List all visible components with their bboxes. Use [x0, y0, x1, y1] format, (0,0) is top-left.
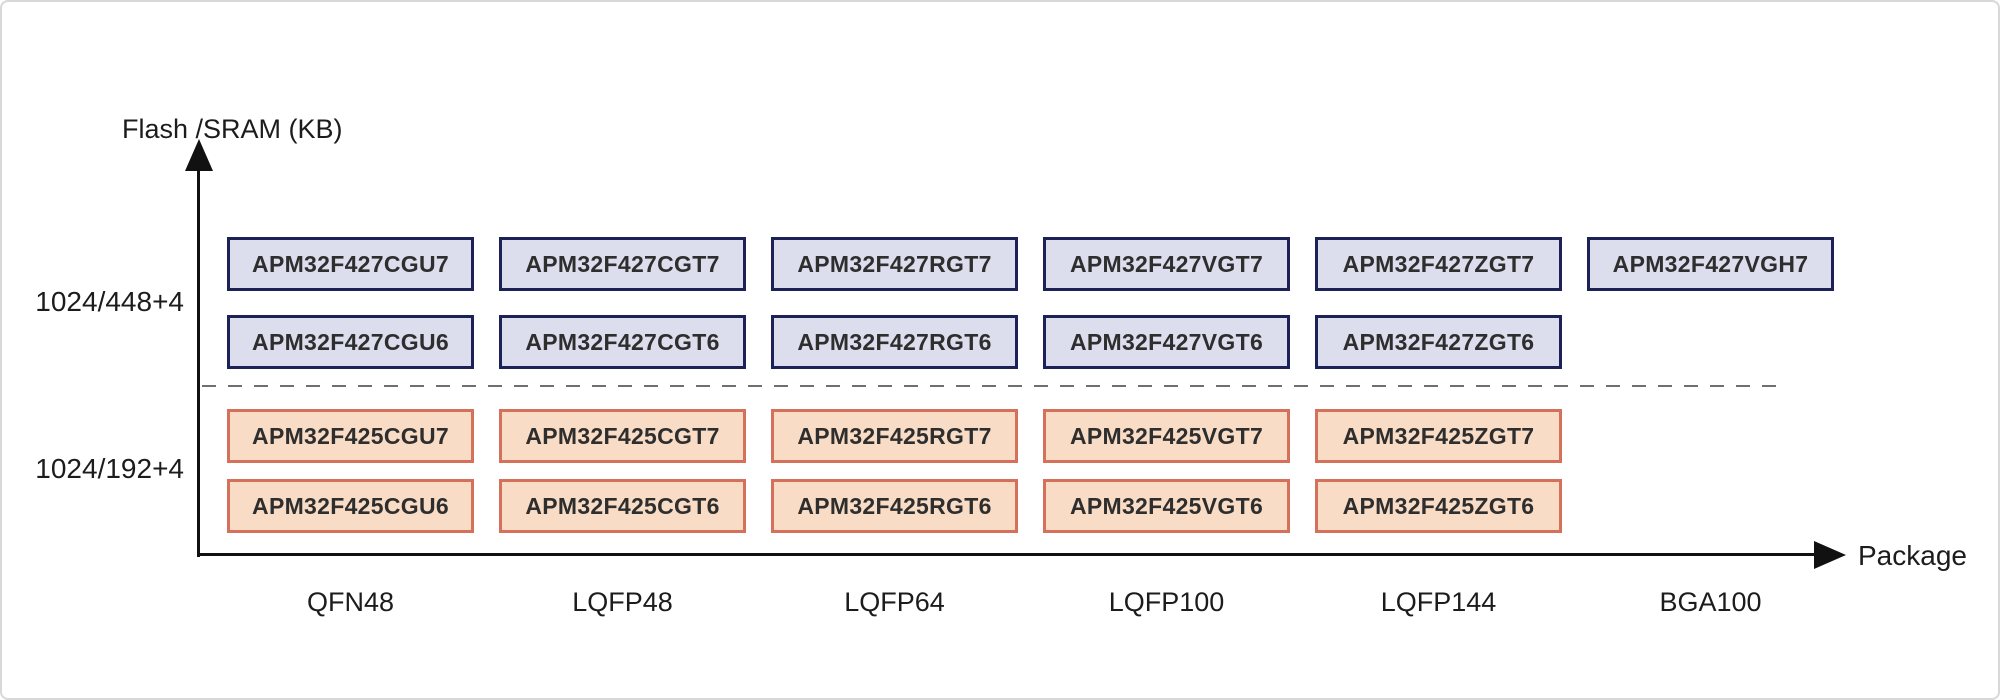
part-chip: APM32F427ZGT7 [1315, 237, 1562, 291]
part-chip: APM32F425ZGT7 [1315, 409, 1562, 463]
part-chip: APM32F427ZGT6 [1315, 315, 1562, 369]
part-chip: APM32F427CGT6 [499, 315, 746, 369]
x-axis-tick-label: BGA100 [1659, 587, 1762, 617]
y-axis-group-label: 1024/192+4 [35, 453, 184, 484]
x-axis-title: Package [1858, 540, 1967, 571]
part-chip: APM32F427VGT6 [1043, 315, 1290, 369]
part-chip: APM32F425VGT7 [1043, 409, 1290, 463]
part-chip: APM32F427CGU7 [227, 237, 474, 291]
part-chip: APM32F427RGT7 [771, 237, 1018, 291]
y-axis-group-label: 1024/448+4 [35, 286, 184, 317]
part-chip: APM32F425CGT6 [499, 479, 746, 533]
part-chip: APM32F425ZGT6 [1315, 479, 1562, 533]
part-chip: APM32F427VGT7 [1043, 237, 1290, 291]
y-axis-arrow-icon [185, 139, 213, 171]
part-chip: APM32F427VGH7 [1587, 237, 1834, 291]
y-axis-title: Flash /SRAM (KB) [122, 114, 343, 144]
x-axis-line [197, 553, 1817, 556]
x-axis-tick-label: QFN48 [306, 587, 395, 617]
family-divider-dashed-line [202, 385, 1782, 387]
part-chip: APM32F425RGT6 [771, 479, 1018, 533]
part-chip: APM32F425CGU7 [227, 409, 474, 463]
x-axis-tick-label: LQFP100 [1108, 587, 1225, 617]
part-chip: APM32F425CGT7 [499, 409, 746, 463]
x-axis-arrow-icon [1814, 541, 1846, 569]
x-axis-tick-label: LQFP48 [572, 587, 673, 617]
part-chip: APM32F427CGT7 [499, 237, 746, 291]
part-chip: APM32F425VGT6 [1043, 479, 1290, 533]
x-axis-tick-label: LQFP144 [1380, 587, 1497, 617]
part-chip: APM32F427RGT6 [771, 315, 1018, 369]
x-axis-tick-label: LQFP64 [844, 587, 945, 617]
y-axis-line [197, 168, 200, 557]
part-chip: APM32F425RGT7 [771, 409, 1018, 463]
part-chip: APM32F425CGU6 [227, 479, 474, 533]
part-chip: APM32F427CGU6 [227, 315, 474, 369]
